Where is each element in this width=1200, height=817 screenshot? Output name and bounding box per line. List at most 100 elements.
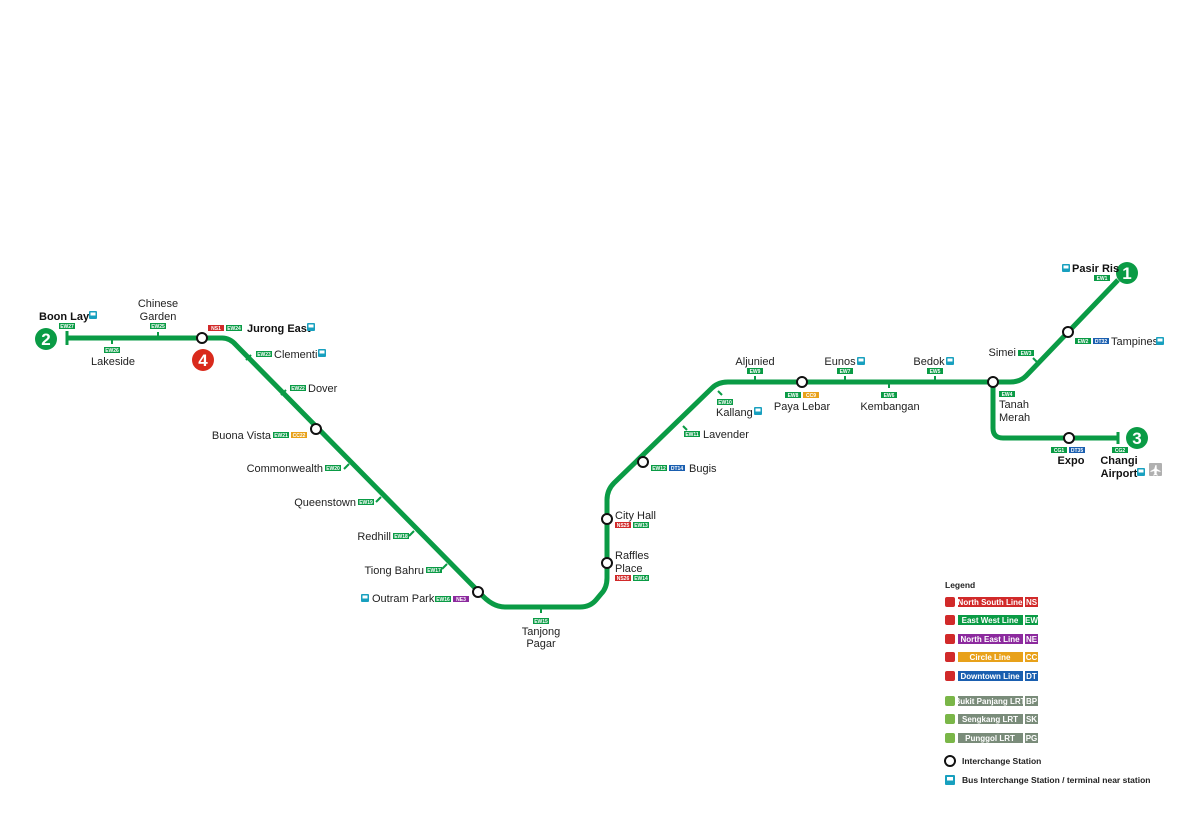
bus-icon	[1137, 468, 1145, 476]
station-commonwealth[interactable]: Commonwealth EW20	[247, 463, 341, 475]
legend-item-bus: Bus Interchange Station / terminal near …	[945, 775, 1150, 785]
bus-icon	[318, 349, 326, 357]
svg-text:Clementi: Clementi	[274, 349, 317, 361]
svg-text:EW26: EW26	[105, 348, 119, 354]
svg-text:BP: BP	[1026, 697, 1038, 706]
svg-text:EW13: EW13	[634, 523, 648, 529]
bus-icon	[1062, 264, 1070, 272]
station-clementi[interactable]: EW23 Clementi	[256, 349, 326, 361]
svg-text:Dover: Dover	[308, 383, 338, 395]
legend-title: Legend	[945, 580, 975, 590]
station-raffles-place[interactable]: Raffles Place NS26 EW14	[615, 550, 650, 582]
station-buona-vista[interactable]: Buona Vista EW21 CC22	[212, 430, 307, 442]
bus-icon	[857, 357, 865, 365]
svg-text:EW20: EW20	[326, 466, 340, 472]
svg-text:Queenstown: Queenstown	[294, 497, 356, 509]
svg-text:DT: DT	[1026, 672, 1037, 681]
svg-text:NS1: NS1	[211, 326, 221, 332]
svg-text:North South Line: North South Line	[958, 598, 1023, 607]
interchange-jurong-east	[196, 332, 208, 344]
station-pasir-ris[interactable]: Pasir Ris EW1	[1062, 263, 1119, 282]
svg-text:North East Line: North East Line	[960, 635, 1020, 644]
svg-text:EW16: EW16	[436, 597, 450, 603]
svg-text:Circle Line: Circle Line	[970, 653, 1011, 662]
station-tiong-bahru[interactable]: Tiong Bahru EW17	[364, 565, 442, 577]
station-outram-park[interactable]: Outram Park EW16 NE3	[361, 593, 469, 605]
station-eunos[interactable]: Eunos EW7	[824, 356, 865, 375]
station-name: Expo	[1058, 455, 1085, 467]
svg-text:Redhill: Redhill	[357, 531, 391, 543]
station-dover[interactable]: EW22 Dover	[290, 383, 338, 395]
station-expo[interactable]: CG1 DT35 Expo	[1051, 447, 1085, 467]
legend-item-interchange: Interchange Station	[944, 755, 1041, 767]
station-changi-airport[interactable]: CG2 Changi Airport	[1100, 447, 1162, 480]
svg-text:EW11: EW11	[685, 432, 699, 438]
legend-item-ns: North South Line NS	[945, 597, 1038, 607]
svg-text:EW9: EW9	[750, 369, 761, 375]
svg-text:Sengkang LRT: Sengkang LRT	[962, 715, 1018, 724]
svg-text:Tanah: Tanah	[999, 399, 1029, 411]
legend: Legend North South Line NS East West Lin…	[944, 580, 1150, 785]
svg-text:EW4: EW4	[1002, 392, 1013, 398]
svg-text:Outram Park: Outram Park	[372, 593, 435, 605]
svg-text:NE: NE	[1026, 635, 1038, 644]
terminus-marker-1: 1	[1116, 262, 1138, 284]
station-chinese-garden[interactable]: Chinese Garden EW25	[138, 298, 178, 330]
station-name: Pasir Ris	[1072, 263, 1119, 275]
station-lavender[interactable]: EW11 Lavender	[684, 429, 749, 441]
station-simei[interactable]: Simei EW3	[988, 347, 1034, 359]
svg-text:Garden: Garden	[140, 311, 177, 323]
bus-icon	[946, 357, 954, 365]
station-boon-lay[interactable]: Boon Lay EW27	[39, 311, 97, 330]
svg-text:Paya Lebar: Paya Lebar	[774, 401, 831, 413]
station-tanjong-pagar[interactable]: EW15 Tanjong Pagar	[522, 618, 561, 650]
svg-text:EW22: EW22	[291, 386, 305, 392]
svg-text:Aljunied: Aljunied	[735, 356, 774, 368]
station-queenstown[interactable]: Queenstown EW19	[294, 497, 374, 509]
svg-text:CG2: CG2	[1115, 448, 1126, 454]
svg-text:EW21: EW21	[274, 433, 288, 439]
bus-icon	[945, 775, 955, 785]
svg-text:EW23: EW23	[257, 352, 271, 358]
station-paya-lebar[interactable]: EW8 CC9 Paya Lebar	[774, 392, 831, 413]
svg-text:East West Line: East West Line	[962, 616, 1019, 625]
svg-text:EW25: EW25	[151, 324, 165, 330]
legend-item-cc: Circle Line CC	[945, 652, 1038, 662]
station-jurong-east[interactable]: NS1 EW24 Jurong East	[208, 323, 315, 335]
station-kembangan[interactable]: EW6 Kembangan	[860, 392, 920, 413]
svg-text:1: 1	[1122, 264, 1131, 283]
bus-icon	[754, 407, 762, 415]
terminus-marker-2: 2	[35, 328, 57, 350]
svg-text:Kallang: Kallang	[716, 407, 753, 419]
station-lakeside[interactable]: EW26 Lakeside	[91, 347, 135, 368]
station-bedok[interactable]: Bedok EW5	[913, 356, 954, 375]
station-tampines[interactable]: EW2 DT32 Tampines	[1075, 336, 1164, 348]
svg-text:CC: CC	[1026, 653, 1038, 662]
svg-text:Merah: Merah	[999, 412, 1030, 424]
station-kallang[interactable]: EW10 Kallang	[716, 399, 762, 419]
svg-text:CC22: CC22	[293, 433, 306, 439]
station-city-hall[interactable]: City Hall NS25 EW13	[615, 510, 656, 529]
station-name: Jurong East	[247, 323, 311, 335]
svg-text:EW7: EW7	[840, 369, 851, 375]
interchange-buona-vista	[310, 423, 322, 435]
station-name: Boon Lay	[39, 311, 90, 323]
svg-text:EW6: EW6	[884, 393, 895, 399]
svg-text:NS26: NS26	[617, 576, 630, 582]
bus-icon	[307, 323, 315, 331]
svg-text:EW15: EW15	[534, 619, 548, 625]
svg-text:Lavender: Lavender	[703, 429, 749, 441]
station-aljunied[interactable]: Aljunied EW9	[735, 356, 774, 375]
station-bugis[interactable]: EW12 DT14 Bugis	[651, 463, 717, 475]
svg-text:Interchange Station: Interchange Station	[962, 756, 1041, 766]
station-tanah-merah[interactable]: EW4 Tanah Merah	[999, 391, 1030, 424]
svg-text:CG1: CG1	[1054, 448, 1065, 454]
svg-text:Tampines: Tampines	[1111, 336, 1159, 348]
svg-text:DT35: DT35	[1071, 448, 1083, 454]
station-redhill[interactable]: Redhill EW18	[357, 531, 409, 543]
svg-text:EW2: EW2	[1078, 339, 1089, 345]
svg-text:PG: PG	[1026, 734, 1038, 743]
interchange-outram-park	[472, 586, 484, 598]
svg-text:EW1: EW1	[1097, 276, 1108, 282]
interchange-tanah-merah	[987, 376, 999, 388]
